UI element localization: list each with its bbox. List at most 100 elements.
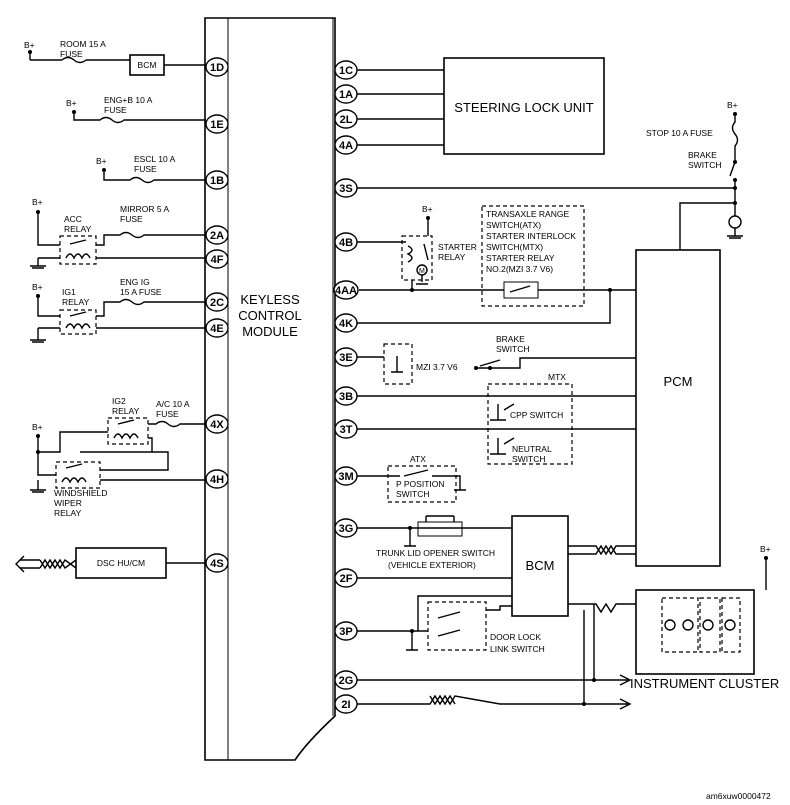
pin-3M: 3M <box>334 466 358 486</box>
bcm-label: BCM <box>526 558 555 573</box>
svg-text:1E: 1E <box>210 119 223 131</box>
module-label-line3: MODULE <box>242 324 298 339</box>
pin-3E: 3E <box>334 347 358 367</box>
pin-1E: 1E <box>205 114 229 134</box>
pin-2F: 2F <box>334 568 358 588</box>
svg-text:B+: B+ <box>96 156 107 166</box>
ig1-relay-label-1: IG1 <box>62 287 76 297</box>
steering-lock-circuit: STEERING LOCK UNIT <box>357 57 605 155</box>
svg-text:B+: B+ <box>422 204 433 214</box>
pin-1D: 1D <box>205 57 229 77</box>
pin-4A: 4A <box>334 135 358 155</box>
ac-fuse-label-1: A/C 10 A <box>156 399 190 409</box>
svg-text:1B: 1B <box>210 175 224 187</box>
left-circuits: B+ ROOM 15 A FUSE BCM B+ ENG+B 10 A FUSE… <box>15 39 206 579</box>
pin-3T: 3T <box>334 419 358 439</box>
transaxle-label-5: STARTER RELAY <box>486 253 555 263</box>
svg-text:2C: 2C <box>210 297 224 309</box>
right-circuits: STEERING LOCK UNIT B+ STOP 10 A FUSE BRA… <box>357 57 779 710</box>
atx-label: ATX <box>410 454 426 464</box>
pin-4AA: 4AA <box>333 280 359 300</box>
instrument-cluster-box <box>635 589 755 675</box>
mzi-label: MZI 3.7 V6 <box>416 362 458 372</box>
svg-text:4K: 4K <box>339 318 353 330</box>
mtx-circuit: MTX CPP SWITCH NEUTRAL SWITCH <box>357 372 636 465</box>
pin-2G: 2G <box>334 670 358 690</box>
wiper-relay-label-2: WIPER <box>54 498 82 508</box>
p-position-label-2: SWITCH <box>396 489 430 499</box>
svg-text:2I: 2I <box>341 699 350 711</box>
instrument-cluster: B+ INSTRUMENT CLUSTER <box>357 544 779 710</box>
pin-1C: 1C <box>334 60 358 80</box>
instrument-cluster-label: INSTRUMENT CLUSTER <box>630 676 779 691</box>
svg-text:B+: B+ <box>66 98 77 108</box>
brake-switch-top-label-1: BRAKE <box>688 150 717 160</box>
svg-text:B+: B+ <box>760 544 771 554</box>
acc-relay-circuit: B+ ACC RELAY MIRROR 5 A FUSE <box>30 197 206 269</box>
module-label-line1: KEYLESS <box>240 292 300 307</box>
pin-4X: 4X <box>205 414 229 434</box>
neutral-switch-label-1: NEUTRAL <box>512 444 552 454</box>
mtx-label: MTX <box>548 372 566 382</box>
p-position-label-1: P POSITION <box>396 479 445 489</box>
pin-1A: 1A <box>334 84 358 104</box>
pin-4S: 4S <box>205 553 229 573</box>
engb-fuse-circuit: B+ ENG+B 10 A FUSE <box>66 95 206 124</box>
pin-2L: 2L <box>334 109 358 129</box>
trunk-label-2: (VEHICLE EXTERIOR) <box>388 560 476 570</box>
stop-brake-circuit: B+ STOP 10 A FUSE BRAKE SWITCH <box>357 100 743 250</box>
pin-3S: 3S <box>334 178 358 198</box>
atx-circuit: ATX P POSITION SWITCH <box>357 454 466 503</box>
pin-4K: 4K <box>334 313 358 333</box>
dsc-label: DSC HU/CM <box>97 558 145 568</box>
transaxle-label-6: NO.2(MZI 3.7 V6) <box>486 264 553 274</box>
pin-4H: 4H <box>205 469 229 489</box>
ig1-relay-circuit: B+ IG1 RELAY ENG IG 15 A FUSE <box>30 277 206 343</box>
stop-fuse-label: STOP 10 A FUSE <box>646 128 713 138</box>
wiper-relay-label-3: RELAY <box>54 508 82 518</box>
room-fuse-circuit: B+ ROOM 15 A FUSE BCM <box>24 39 206 76</box>
engig-fuse-label-1: ENG IG <box>120 277 150 287</box>
svg-text:B+: B+ <box>727 100 738 110</box>
room-fuse-label-1: ROOM 15 A <box>60 39 106 49</box>
wiper-relay-label-1: WINDSHIELD <box>54 488 107 498</box>
ig2-relay-label-1: IG2 <box>112 396 126 406</box>
svg-text:4F: 4F <box>211 254 224 266</box>
neutral-switch-label-2: SWITCH <box>512 454 546 464</box>
svg-text:2A: 2A <box>210 230 224 242</box>
svg-text:2L: 2L <box>340 114 353 126</box>
starter-relay-label-1: STARTER <box>438 242 477 252</box>
pcm: PCM <box>635 249 721 567</box>
pin-3G: 3G <box>334 518 358 538</box>
escl-fuse-circuit: B+ ESCL 10 A FUSE <box>96 154 206 184</box>
figure-id: am6xuw0000472 <box>706 791 771 801</box>
escl-fuse-label-2: FUSE <box>134 164 157 174</box>
bcm-small-label: BCM <box>138 60 157 70</box>
svg-text:4X: 4X <box>210 419 224 431</box>
svg-text:3P: 3P <box>339 626 352 638</box>
svg-text:4H: 4H <box>210 474 224 486</box>
brake-switch-top-label-2: SWITCH <box>688 160 722 170</box>
svg-text:B+: B+ <box>32 197 43 207</box>
room-fuse-label-2: FUSE <box>60 49 83 59</box>
brake-switch-mid-label-2: SWITCH <box>496 344 530 354</box>
steering-lock-box <box>443 57 605 155</box>
keyless-control-module: KEYLESS CONTROL MODULE <box>204 17 336 761</box>
acc-relay-label-1: ACC <box>64 214 82 224</box>
svg-text:1D: 1D <box>210 62 224 74</box>
transaxle-label-1: TRANSAXLE RANGE <box>486 209 569 219</box>
transaxle-label-4: SWITCH(MTX) <box>486 242 543 252</box>
svg-text:4B: 4B <box>339 237 353 249</box>
bcm-box <box>511 515 569 617</box>
svg-text:B+: B+ <box>32 422 43 432</box>
mirror-fuse-label-2: FUSE <box>120 214 143 224</box>
svg-text:4A: 4A <box>339 140 353 152</box>
pin-2I: 2I <box>334 694 358 714</box>
trunk-label-1: TRUNK LID OPENER SWITCH <box>376 548 495 558</box>
pin-4B: 4B <box>334 232 358 252</box>
door-lock-circuit: DOOR LOCK LINK SWITCH <box>357 595 545 654</box>
svg-text:3B: 3B <box>339 391 353 403</box>
brake-mid-circuit: MZI 3.7 V6 BRAKE SWITCH <box>357 334 636 385</box>
ig1-relay-label-2: RELAY <box>62 297 90 307</box>
